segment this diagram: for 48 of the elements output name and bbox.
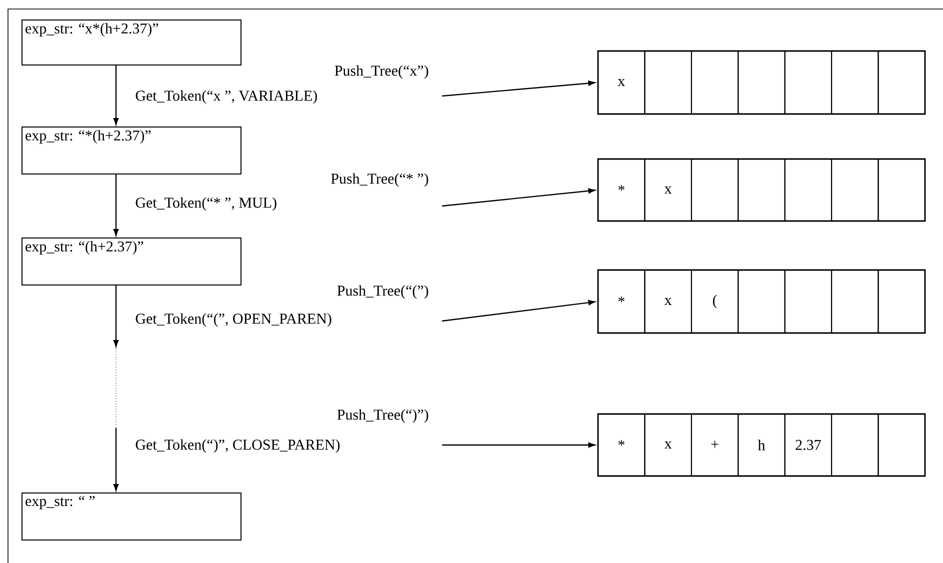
edge-label: Push_Tree(“)”) [337,409,428,423]
edge-label: Push_Tree(“(”) [337,285,428,299]
edge-label: Get_Token(“(”, OPEN_PAREN) [136,313,332,327]
array-cell [738,50,786,114]
array-cell: * [598,270,646,334]
edge-label: Get_Token(“* ”, MUL) [136,197,276,211]
array-cell: 2.37 [784,414,832,476]
array-cell [878,50,926,114]
edge-label: Push_Tree(“x”) [334,65,428,79]
array-cell [831,50,879,114]
array-cell: + [690,414,739,476]
array-cell [831,158,879,222]
array-cell [784,158,832,222]
array-cell [738,158,786,222]
array-cell [738,270,786,334]
array-cell: * [598,414,646,476]
arrow [442,442,596,448]
edge-label: Get_Token(“x ”, VARIABLE) [136,90,317,104]
array-cell [831,270,879,334]
edge-label: Get_Token(“)”, CLOSE_PAREN) [136,439,340,453]
arrow [442,80,596,97]
array-cell: ( [690,270,739,334]
array-cell: x [644,158,692,222]
array-cell: x [598,50,646,114]
array-cell [878,158,926,222]
array-cell: h [738,414,786,476]
array-cell: x [644,270,692,334]
array-cell: x [644,414,692,476]
array-cell [784,50,832,114]
array-cell: * [598,158,646,222]
edge-label: Push_Tree(“* ”) [331,173,428,187]
arrow [113,65,119,125]
array-cell [644,50,692,114]
arrow [113,285,119,347]
arrow [113,174,119,236]
arrow [442,188,596,207]
string-box: exp_str: “x*(h+2.37)” [22,20,242,66]
array-cell [690,50,739,114]
string-box: exp_str: “ ” [22,492,242,540]
array-cell [831,414,879,476]
string-box: exp_str: “(h+2.37)” [22,238,242,286]
array-cell [690,158,739,222]
array-cell [878,414,926,476]
string-box: exp_str: “*(h+2.37)” [22,126,242,174]
arrow [442,300,596,322]
array-cell [784,270,832,334]
arrow [113,428,119,491]
array-cell [878,270,926,334]
